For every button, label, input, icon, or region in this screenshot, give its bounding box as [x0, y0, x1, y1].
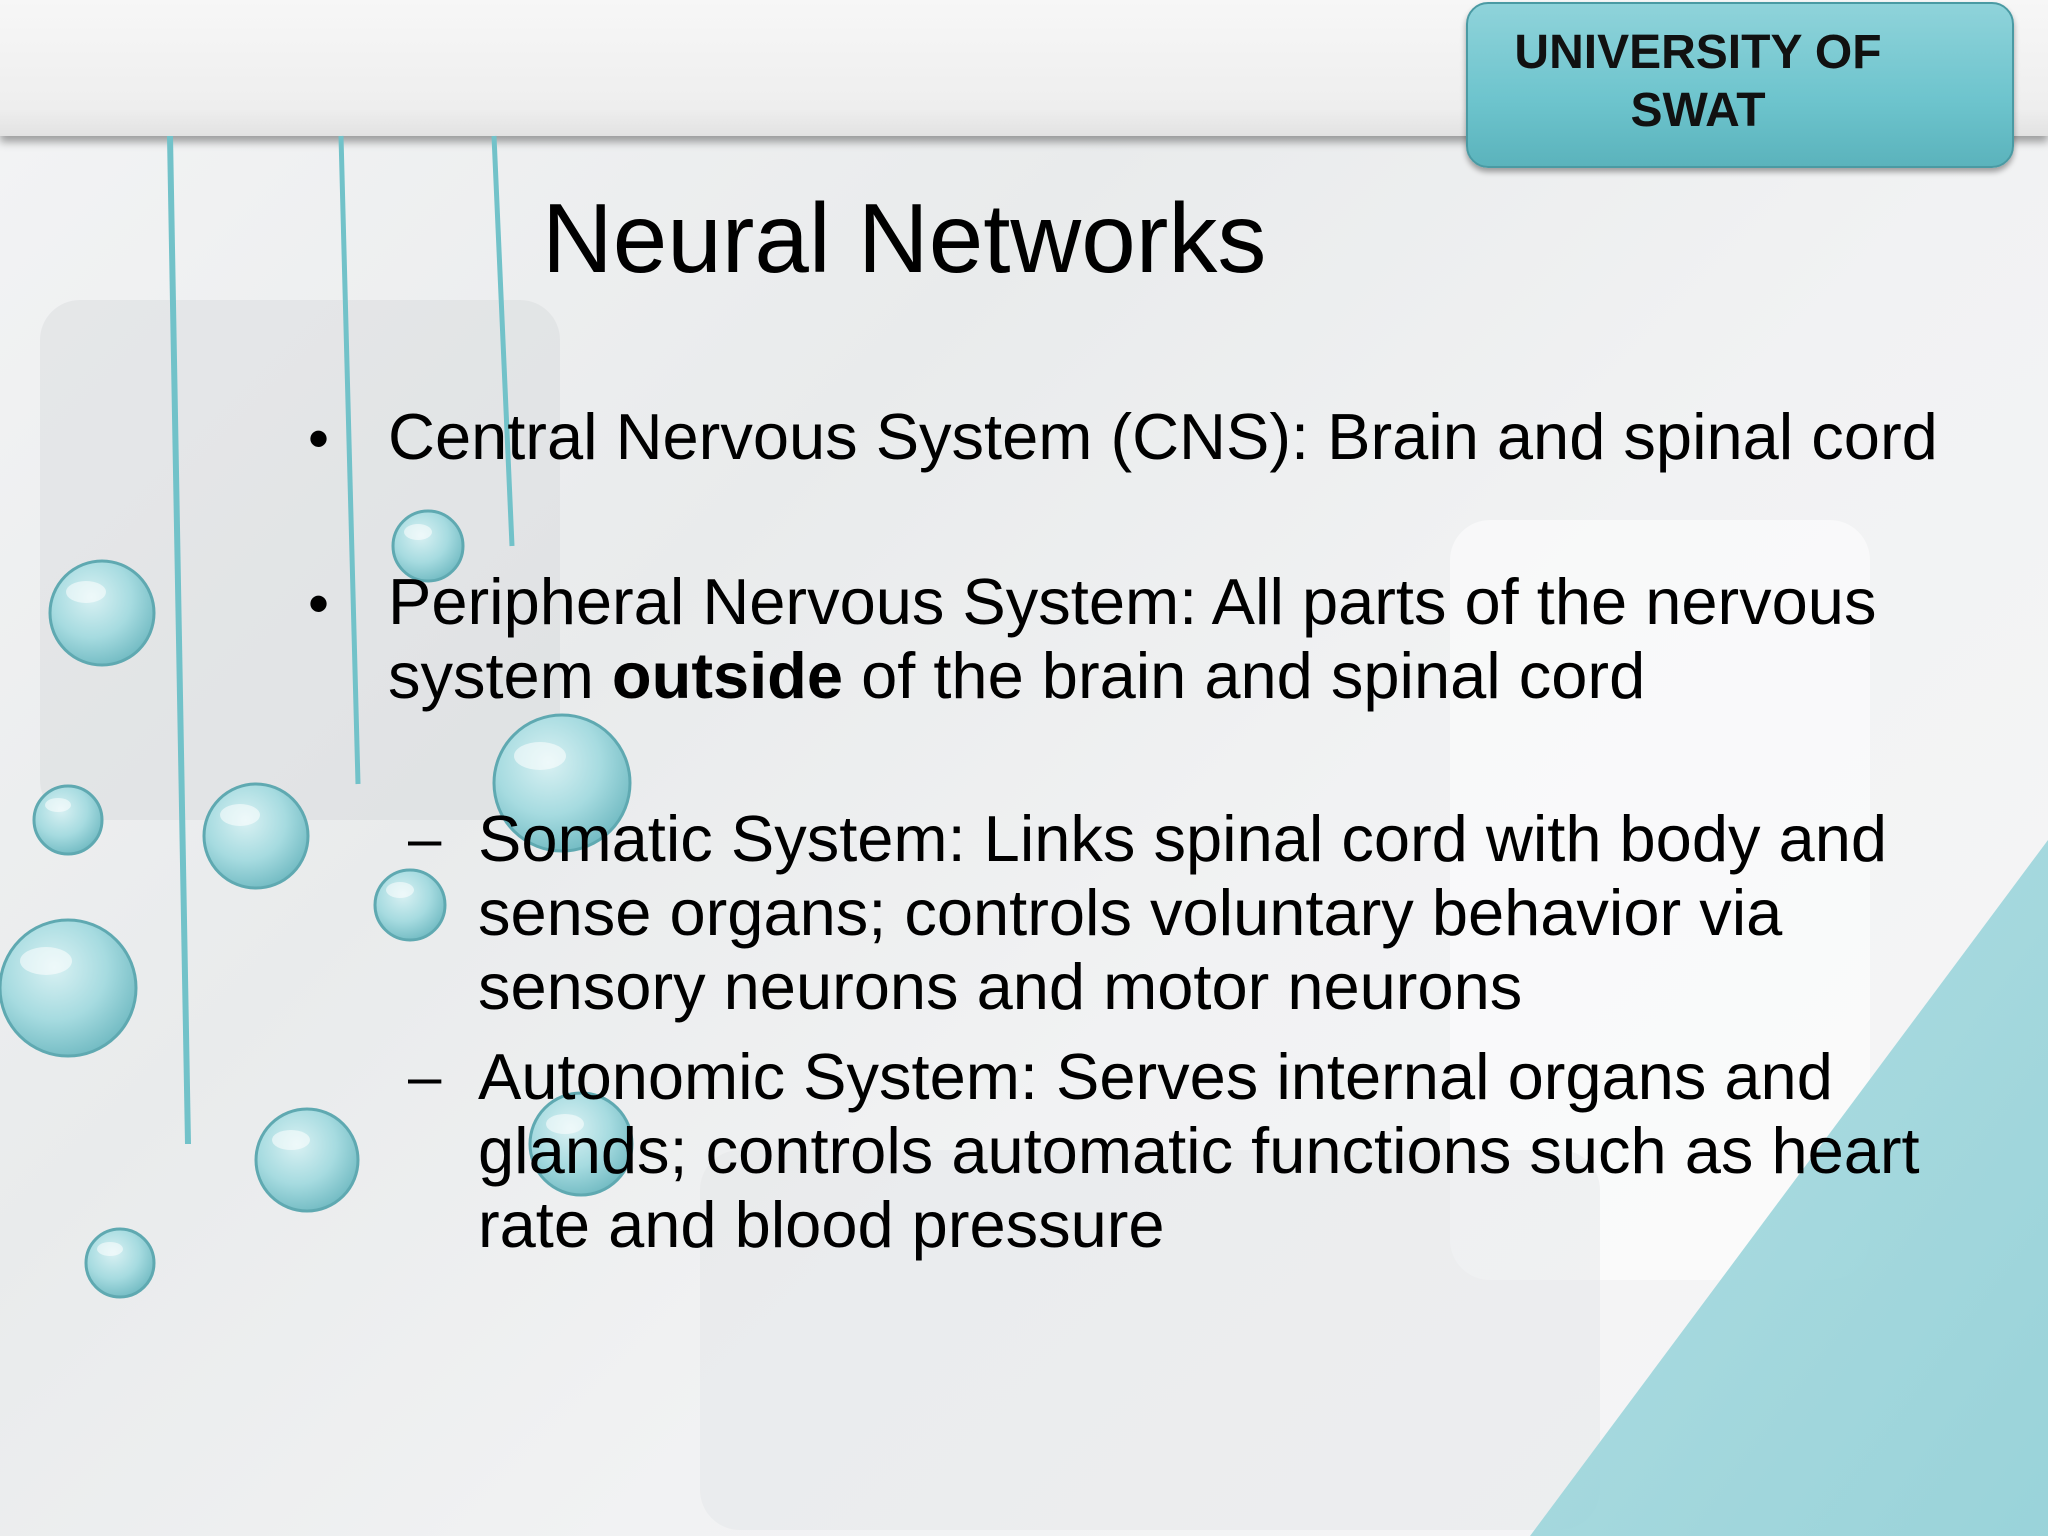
- bullet-text: Peripheral Nervous System: All parts of …: [388, 565, 1877, 638]
- background-shape: [700, 1150, 1600, 1530]
- emphasis-text: outside: [611, 639, 844, 712]
- university-badge: UNIVERSITY OF SWAT: [1466, 2, 2014, 168]
- background-shape: [1450, 520, 1870, 1280]
- corner-triangle: [1530, 840, 2048, 1536]
- sub-bullet-text: rate and blood pressure: [478, 1188, 1165, 1261]
- slide-title: Neural Networks: [542, 183, 1267, 293]
- text-run: system: [388, 639, 612, 712]
- deco-line: [167, 135, 191, 1145]
- bullet-marker: •: [308, 405, 330, 472]
- bullet-marker: •: [308, 570, 330, 637]
- bullet-text: Central Nervous System (CNS): Brain and …: [388, 400, 1938, 473]
- sub-bullet-marker: –: [408, 1043, 442, 1110]
- deco-line: [491, 135, 515, 547]
- sub-bullet-text: sense organs; controls voluntary behavio…: [478, 876, 1783, 949]
- bullet-text-line: system outside of the brain and spinal c…: [388, 639, 1645, 713]
- sub-bullet-marker: –: [408, 805, 442, 872]
- sub-bullet-text: Somatic System: Links spinal cord with b…: [478, 802, 1887, 875]
- text-run: of the brain and spinal cord: [843, 639, 1646, 712]
- badge-label: UNIVERSITY OF SWAT: [1514, 26, 1882, 137]
- background-shape: [40, 300, 560, 820]
- sub-bullet-text: sensory neurons and motor neurons: [478, 950, 1523, 1023]
- deco-line: [338, 135, 361, 785]
- sub-bullet-text: Autonomic System: Serves internal organs…: [478, 1040, 1833, 1113]
- sub-bullet-text: glands; controls automatic functions suc…: [478, 1114, 1920, 1187]
